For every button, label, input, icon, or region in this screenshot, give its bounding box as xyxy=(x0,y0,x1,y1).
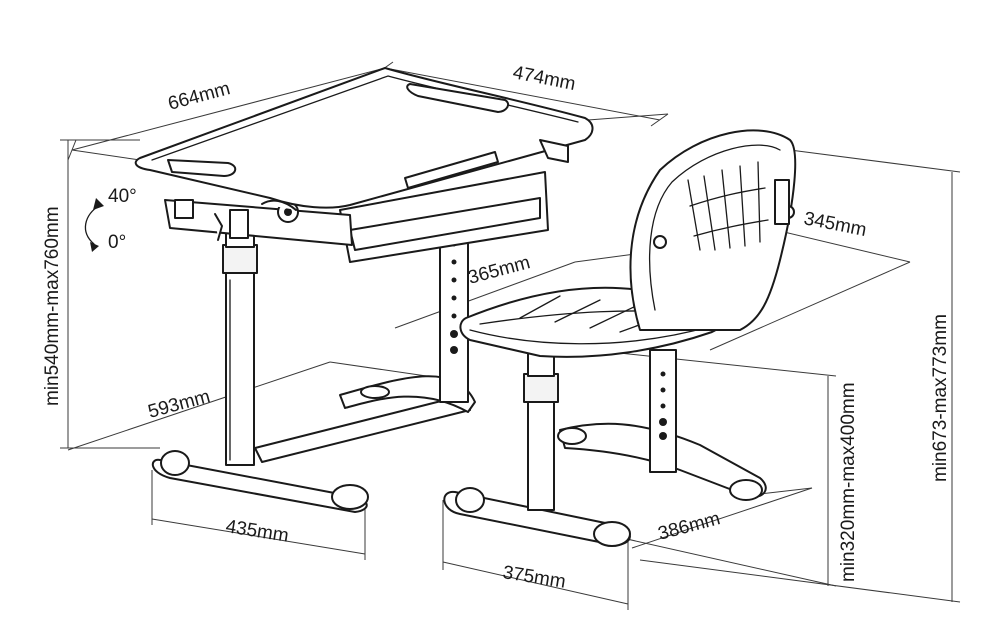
chair-foot-width-label: 375mm xyxy=(501,562,567,593)
tilt-arrow-icon xyxy=(84,198,104,252)
chair-seat-depth-label: 365mm xyxy=(466,252,533,289)
chair xyxy=(443,129,797,547)
desk-floor-length-label: 593mm xyxy=(146,386,213,423)
tilt-min-label: 0° xyxy=(108,232,126,253)
chair-backrest-label: 345mm xyxy=(802,208,868,241)
desk-height-label: min540mm-max760mm xyxy=(42,206,63,406)
desk xyxy=(134,67,594,513)
chair-overall-height-label: min673-max773mm xyxy=(930,314,951,482)
chair-foot-depth-label: 386mm xyxy=(656,508,723,545)
desk-foot-width-label: 435mm xyxy=(224,516,290,547)
desk-width-label: 664mm xyxy=(166,78,233,115)
tilt-max-label: 40° xyxy=(108,186,137,207)
desk-depth-label: 474mm xyxy=(511,62,577,95)
chair-seat-height-label: min320mm-max400mm xyxy=(838,382,859,582)
